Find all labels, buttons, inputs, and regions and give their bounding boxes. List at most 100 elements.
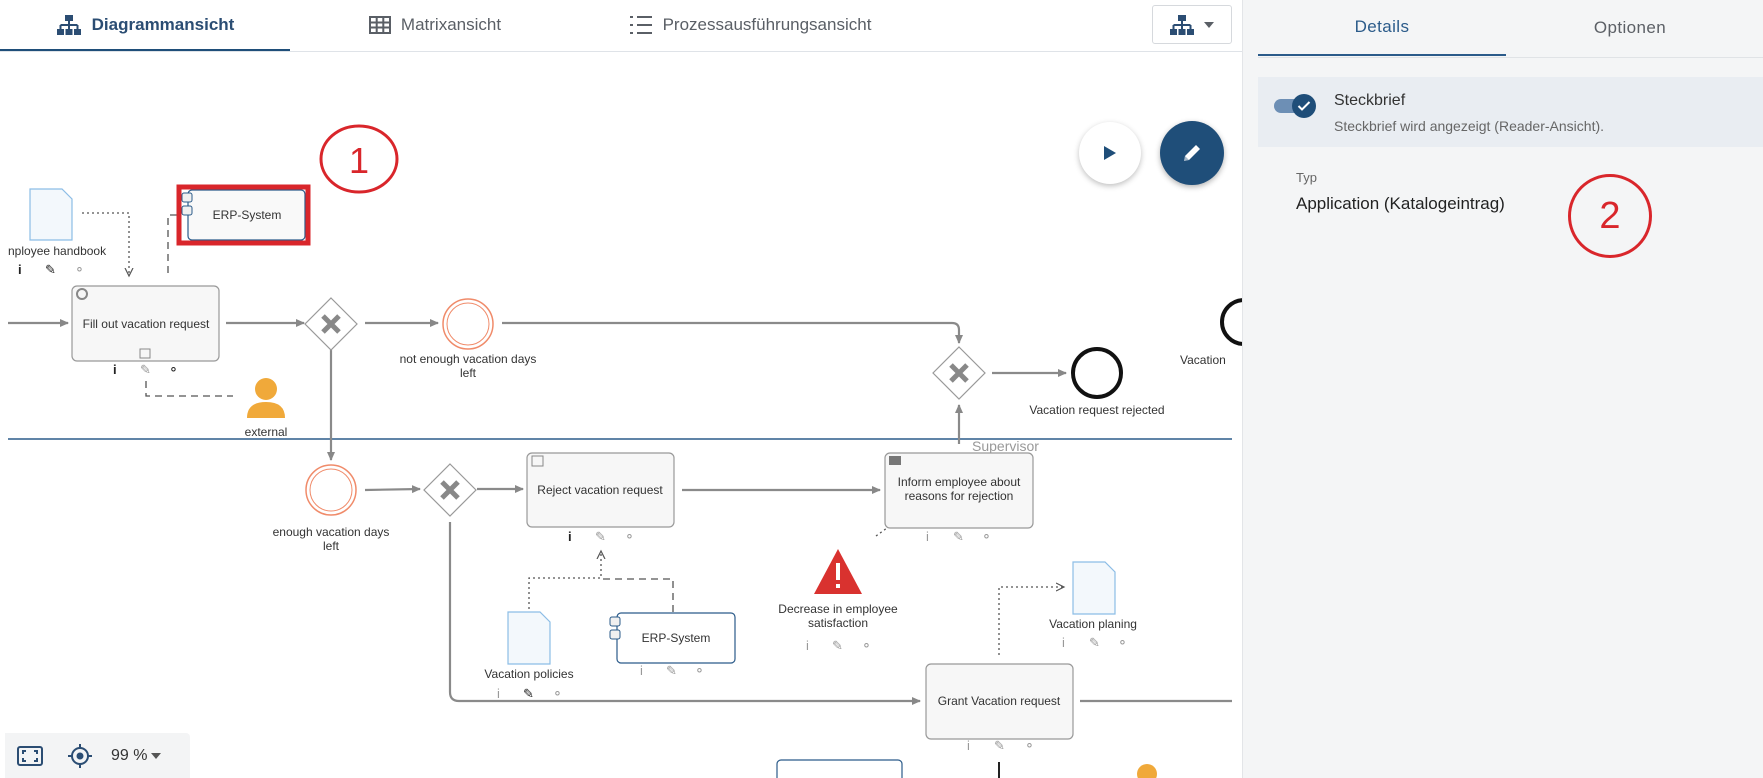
list-icon [629, 16, 652, 34]
svg-text:i: i [568, 529, 572, 544]
pencil-icon [1184, 145, 1200, 161]
fit-screen-icon [17, 745, 43, 766]
svg-text:✎: ✎ [953, 529, 964, 544]
svg-text:✎: ✎ [45, 262, 56, 277]
details-panel: Details Optionen Steckbrief Steckbrief w… [1242, 0, 1763, 778]
svg-text:i: i [113, 362, 117, 377]
document-label: Vacation planing [1049, 617, 1137, 631]
task-fill-out-vacation-request[interactable]: Fill out vacation request [71, 285, 220, 362]
end-event-label: Vacation [1180, 353, 1226, 367]
application-label: ERP-System [642, 631, 711, 645]
svg-text:✎: ✎ [994, 738, 1005, 753]
envelope-icon [889, 456, 901, 465]
diagram-canvas[interactable]: Supervisor n [0, 52, 1242, 778]
end-event-vacation-partial[interactable]: Vacation [1180, 298, 1242, 367]
svg-text:✎: ✎ [1089, 635, 1100, 650]
svg-text:⚬: ⚬ [1117, 635, 1128, 650]
document-vacation-policies[interactable]: Vacation policies [484, 611, 574, 681]
svg-text:✎: ✎ [832, 638, 843, 653]
tab-details[interactable]: Details [1258, 0, 1506, 56]
svg-text:i: i [1062, 635, 1065, 650]
subprocess-marker-icon [139, 348, 151, 359]
svg-text:i: i [967, 738, 970, 753]
svg-text:⚬: ⚬ [168, 362, 179, 377]
event-label-enough: enough vacation days left [273, 525, 390, 553]
panel-tab-bar: Details Optionen [1258, 0, 1763, 58]
exclusive-gateway-3[interactable] [423, 463, 477, 517]
steckbrief-description: Steckbrief wird angezeigt (Reader-Ansich… [1334, 118, 1605, 134]
planing-meta-icons: i ✎ ⚬ [1062, 635, 1128, 650]
application-partial[interactable] [776, 759, 903, 778]
svg-text:✎: ✎ [666, 663, 677, 678]
task-grant-vacation-request[interactable]: Grant Vacation request [925, 663, 1074, 740]
end-event-label: Vacation request rejected [1029, 403, 1164, 417]
zoom-level-dropdown[interactable]: 99 % [111, 746, 162, 765]
tab-label: Prozessausführungsansicht [662, 15, 872, 34]
lane-label-supervisor: Supervisor [972, 438, 1039, 454]
svg-text:i: i [640, 663, 643, 678]
run-simulation-button[interactable] [1079, 122, 1141, 184]
application-label: ERP-System [213, 208, 282, 222]
task-reject-vacation-request[interactable]: Reject vacation request [526, 452, 675, 528]
tab-matrix-view[interactable]: Matrixansicht [290, 0, 580, 50]
tab-diagram-view[interactable]: Diagrammansicht [0, 0, 290, 51]
grid-icon [368, 16, 391, 34]
task-label: Grant Vacation request [938, 694, 1061, 708]
task-label: Reject vacation request [537, 483, 663, 497]
document-label: Vacation policies [484, 667, 573, 681]
tab-label: Matrixansicht [400, 15, 502, 34]
view-selector-dropdown[interactable] [1152, 5, 1232, 44]
task-label-inform: Inform employee about reasons for reject… [898, 475, 1021, 503]
inform-meta-icons: i✎⚬ [926, 529, 992, 544]
view-tab-bar: Diagrammansicht Matrixansicht Prozessaus… [0, 0, 1242, 52]
policies-meta-icons: i✎⚬ [497, 686, 563, 701]
play-icon [1104, 146, 1116, 160]
svg-text:⚬: ⚬ [861, 638, 872, 653]
hierarchy-icon [56, 14, 81, 35]
edit-button[interactable] [1160, 121, 1224, 185]
end-event-vacation-request-rejected[interactable]: Vacation request rejected [1029, 347, 1165, 417]
center-view-button[interactable] [55, 733, 105, 778]
svg-text:i: i [926, 529, 929, 544]
hierarchy-icon [1170, 14, 1194, 35]
svg-text:i: i [497, 686, 500, 701]
tab-label: Diagrammansicht [91, 14, 235, 34]
grant-meta-icons: i ✎ ⚬ [967, 738, 1035, 753]
exclusive-gateway-2[interactable] [932, 346, 986, 400]
person-label: external [245, 425, 288, 439]
steckbrief-setting: Steckbrief Steckbrief wird angezeigt (Re… [1258, 77, 1763, 147]
risk-label: Decrease in employee satisfaction [778, 602, 897, 630]
steckbrief-toggle[interactable] [1274, 94, 1316, 118]
event-label-not-enough: not enough vacation days left [400, 352, 537, 380]
svg-text:✎: ✎ [595, 529, 606, 544]
svg-text:⚬: ⚬ [1024, 738, 1035, 753]
steckbrief-title: Steckbrief [1334, 92, 1406, 109]
erp-bottom-meta-icons: i✎⚬ [640, 663, 705, 678]
erp-system-application-highlighted[interactable]: ERP-System [176, 184, 311, 246]
fill-out-meta-icons: i✎⚬ [113, 362, 179, 377]
tab-options[interactable]: Optionen [1593, 17, 1667, 37]
svg-text:⚬: ⚬ [624, 529, 635, 544]
annotation-marker-2: 2 [1568, 174, 1652, 258]
sequence-flows [8, 319, 1232, 705]
task-inform-employee[interactable] [884, 452, 1034, 529]
script-task-icon [531, 455, 544, 467]
handbook-meta-icons: i✎⚬ [18, 262, 85, 277]
event-enough-vacation-days[interactable] [305, 464, 357, 516]
task-label: Fill out vacation request [83, 317, 210, 331]
canvas-toolbar: 99 % [5, 733, 190, 778]
person-partial[interactable] [1137, 764, 1157, 778]
zoom-level-value: 99 % [111, 746, 148, 764]
event-not-enough-vacation-days[interactable] [442, 298, 494, 350]
annotation-marker-1: 1 [319, 124, 399, 194]
type-value: Application (Katalogeintrag) [1296, 194, 1505, 213]
risk-decrease-in-employee-satisfaction[interactable] [814, 549, 862, 594]
tab-process-execution-view[interactable]: Prozessausführungsansicht [580, 0, 920, 50]
document-employee-handbook[interactable]: nployee handbook [8, 188, 107, 258]
erp-system-application[interactable]: ERP-System [609, 612, 736, 664]
exclusive-gateway-1[interactable] [304, 297, 358, 351]
document-vacation-planing[interactable]: Vacation planing [1049, 561, 1137, 631]
fit-to-screen-button[interactable] [5, 733, 55, 778]
svg-text:✎: ✎ [523, 686, 534, 701]
person-external[interactable]: external [245, 378, 288, 439]
